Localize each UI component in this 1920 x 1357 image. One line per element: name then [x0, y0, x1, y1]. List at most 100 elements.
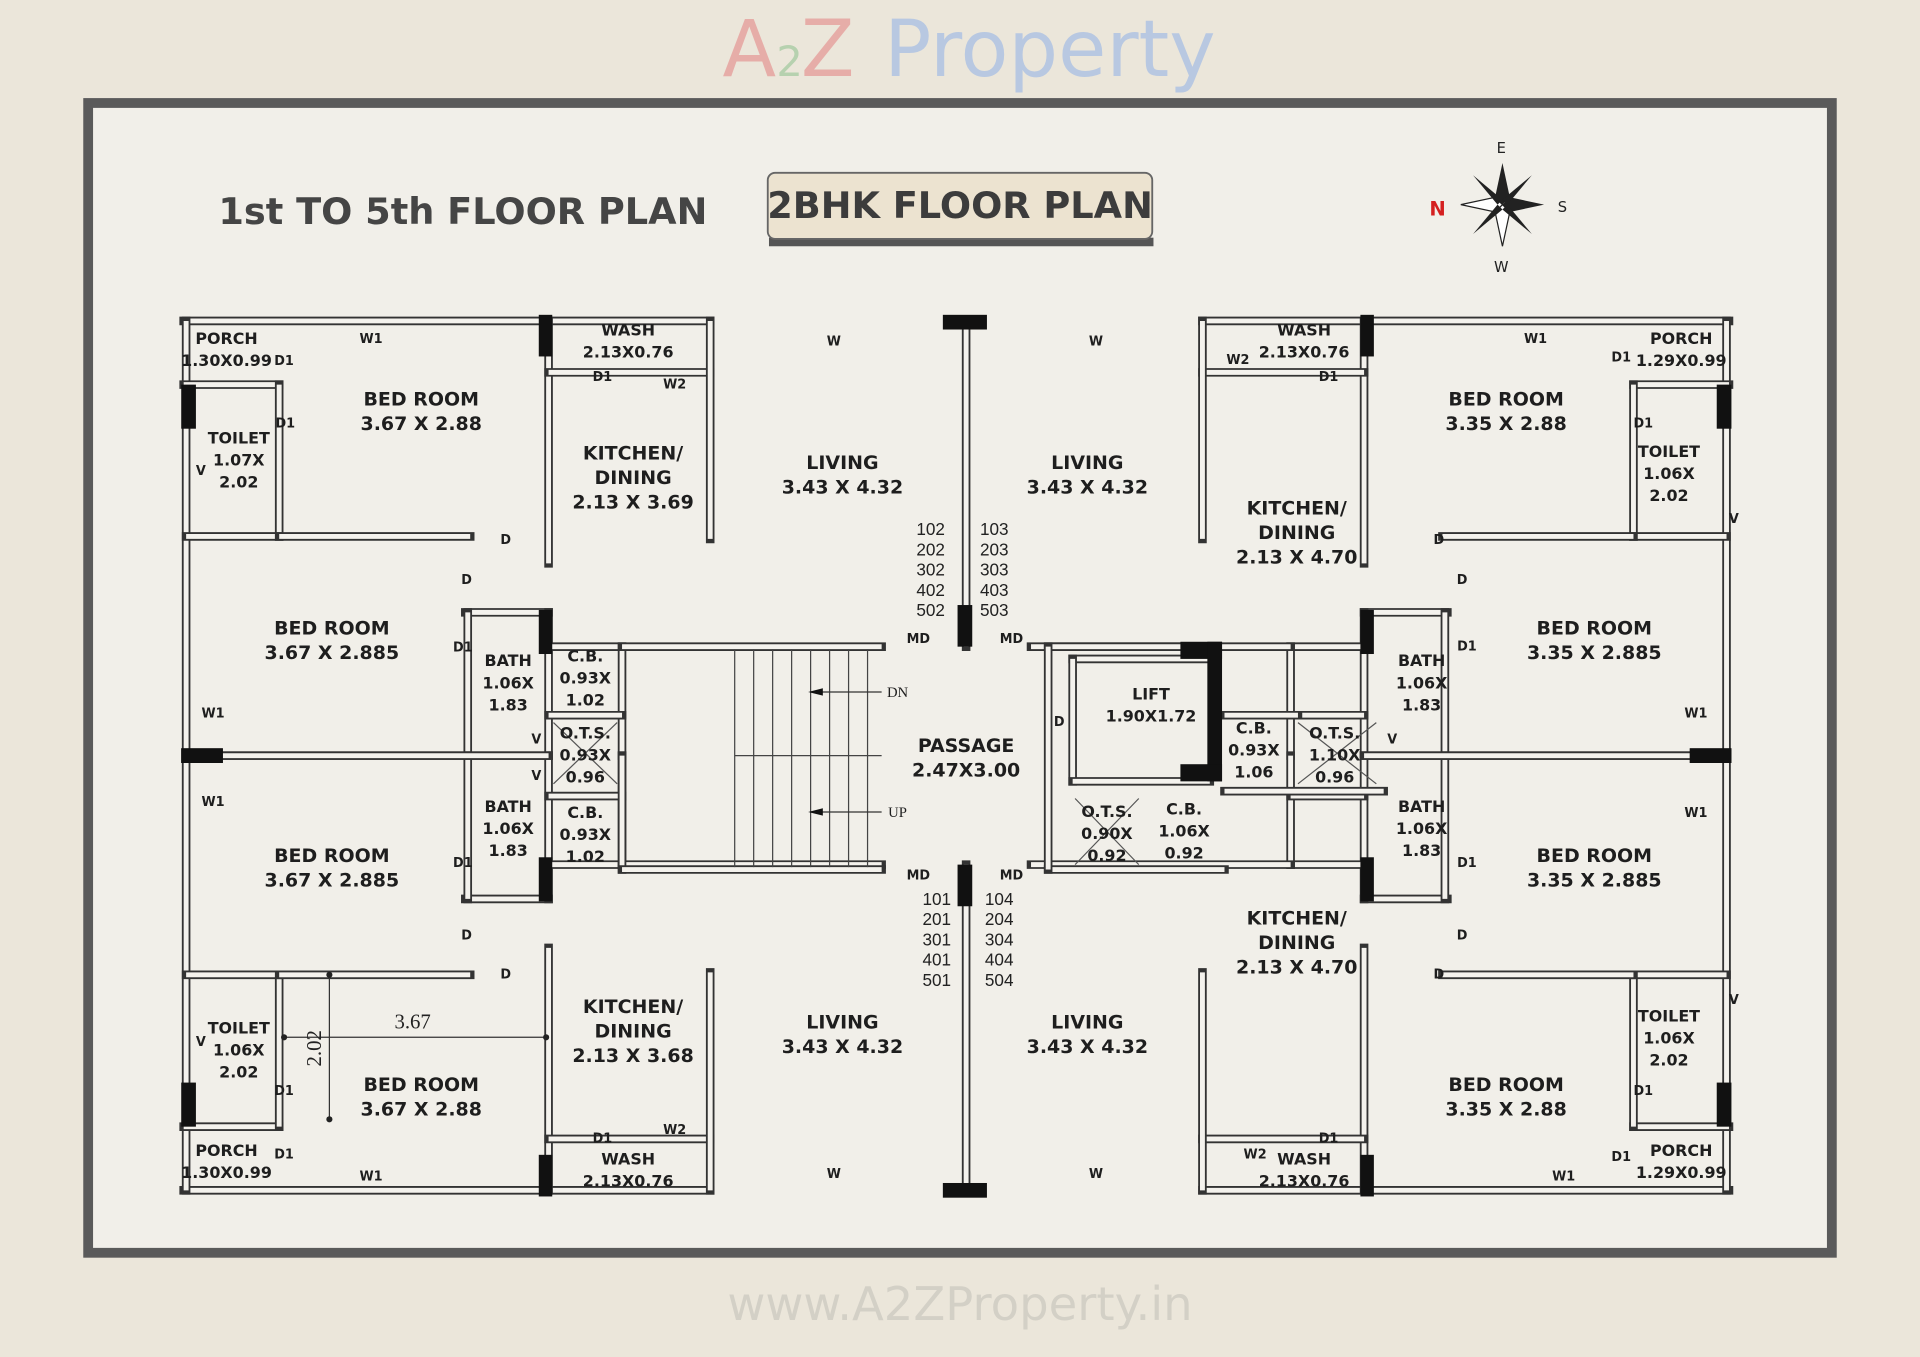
flat-number: 401: [922, 950, 951, 970]
room-dimension: 0.93X: [560, 668, 612, 687]
flat-number: 101: [922, 889, 951, 909]
room-name: PORCH: [1650, 329, 1712, 348]
room-name: PORCH: [1650, 1141, 1712, 1160]
opening-marker: D: [1457, 573, 1468, 588]
opening-marker: D1: [274, 1084, 294, 1099]
opening-marker: W1: [202, 795, 225, 810]
room-name: BATH: [484, 651, 531, 670]
opening-marker: W: [827, 334, 841, 349]
room-name: BED ROOM: [363, 388, 478, 410]
room-name: WASH: [1277, 321, 1331, 340]
opening-marker: V: [531, 769, 541, 784]
room-dimension: 1.02: [566, 690, 605, 709]
room-dimension: 1.06X: [482, 673, 534, 692]
plan-frame: [83, 98, 1837, 1258]
opening-marker: W1: [359, 1170, 382, 1185]
opening-marker: W2: [663, 1123, 686, 1138]
flat-number: 204: [985, 909, 1014, 929]
flat-number: 302: [916, 560, 945, 580]
room-dimension: 1.30X0.99: [181, 1163, 272, 1182]
room-name: BED ROOM: [1537, 617, 1652, 639]
opening-marker: W2: [663, 377, 686, 392]
room-dimension: 1.06X: [1643, 1028, 1695, 1047]
room-dimension: 3.43 X 4.32: [782, 477, 903, 499]
opening-marker: D: [1433, 533, 1444, 548]
shaft-cross: [1297, 722, 1377, 785]
room-label: BED ROOM 3.67 X 2.88: [361, 1074, 482, 1120]
room-dimension: 2.13X0.76: [1259, 1172, 1350, 1191]
room-dimension: 1.83: [1402, 695, 1441, 714]
room-name: KITCHEN/: [1247, 908, 1347, 930]
column: [538, 1154, 553, 1197]
arrow-icon: [808, 808, 823, 816]
watermark-brand-logo: A 2 Z Property: [722, 4, 1215, 95]
flat-number: 104: [985, 889, 1014, 909]
flat-number: 402: [916, 580, 945, 600]
column: [1360, 857, 1374, 902]
room-name: BATH: [484, 797, 531, 816]
opening-marker: D1: [1611, 1150, 1631, 1165]
room-dimension: 1.06X: [1396, 819, 1448, 838]
plan-type-badge: 2BHK FLOOR PLAN: [766, 171, 1154, 247]
room-name: O.T.S.: [1309, 724, 1360, 743]
room-name: KITCHEN/: [583, 442, 683, 464]
column: [538, 857, 553, 902]
opening-marker: D1: [1457, 856, 1477, 871]
column: [1716, 1082, 1732, 1127]
room-dimension: 2.13 X 4.70: [1236, 957, 1357, 979]
opening-marker: D1: [1457, 639, 1477, 654]
room-name: LIVING: [806, 452, 878, 474]
room-dimension: 3.35 X 2.885: [1527, 870, 1662, 892]
room-dimension: 3.67 X 2.88: [361, 1099, 482, 1121]
room-dimension: 2.13 X 3.68: [572, 1045, 693, 1067]
column: [1180, 764, 1223, 782]
room-name: C.B.: [1166, 799, 1202, 818]
room-dimension: 1.83: [1402, 841, 1441, 860]
column: [957, 864, 973, 907]
room-dimension: 3.67 X 2.885: [265, 870, 400, 892]
opening-marker: W1: [1552, 1170, 1575, 1185]
opening-marker: D: [500, 968, 511, 983]
opening-marker: MD: [907, 868, 930, 883]
room-dimension: 3.67 X 2.88: [361, 413, 482, 435]
flat-number: 301: [922, 929, 951, 949]
opening-marker: D1: [1319, 370, 1339, 385]
room-dimension: 2.02: [219, 1063, 258, 1082]
dimension-height: 2.02: [302, 1030, 326, 1066]
page-title: 1st TO 5th FLOOR PLAN: [218, 190, 707, 233]
opening-marker: V: [1729, 512, 1739, 527]
room-name: C.B.: [1236, 719, 1272, 738]
room-dimension: 0.92: [1164, 843, 1203, 862]
room-name: PORCH: [195, 1141, 257, 1160]
room-name: KITCHEN/: [1247, 497, 1347, 519]
room-name: KITCHEN/: [583, 996, 683, 1018]
room-name: TOILET: [1638, 1006, 1700, 1025]
room-name: BED ROOM: [363, 1074, 478, 1096]
room-name: TOILET: [208, 1019, 270, 1038]
room-name: TOILET: [208, 428, 270, 447]
room-dimension: 0.93X: [560, 825, 612, 844]
opening-marker: V: [196, 464, 206, 479]
room-name: LIVING: [806, 1012, 878, 1034]
